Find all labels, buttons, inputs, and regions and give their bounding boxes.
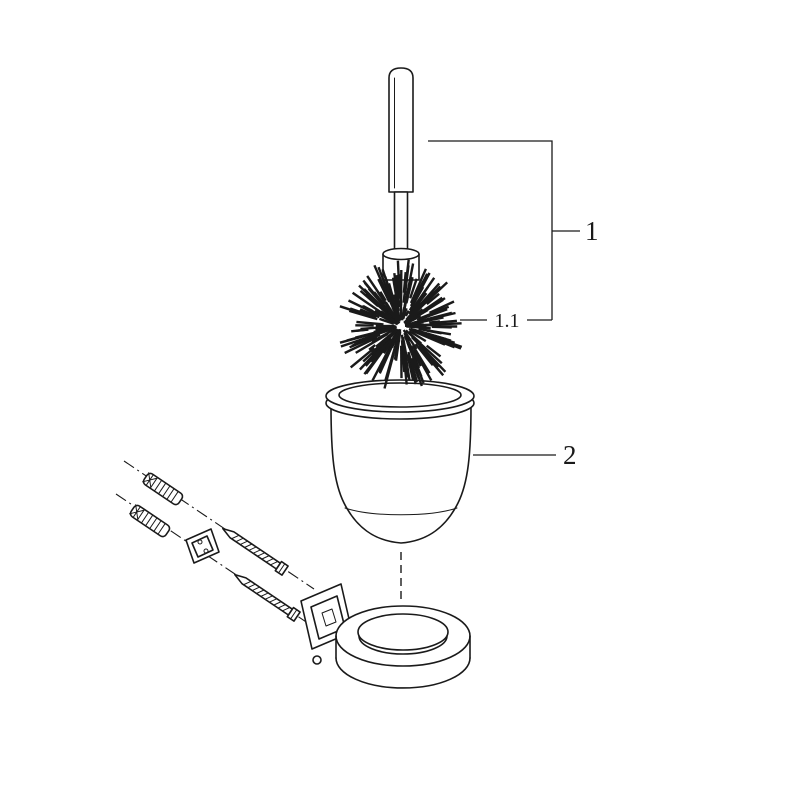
callout-1-1-label: 1.1	[495, 310, 520, 332]
cup-opening	[338, 382, 462, 408]
mounting-hardware	[115, 460, 331, 639]
brush-rod	[393, 191, 409, 255]
screw-1	[218, 523, 289, 576]
brush-assembly	[339, 67, 463, 389]
brush-bristles	[339, 259, 463, 389]
set-screw-knob	[312, 655, 322, 665]
cup-contour-line	[344, 507, 458, 516]
cup-body	[330, 404, 472, 544]
glass-container	[325, 379, 475, 544]
brush-handle	[388, 67, 414, 193]
holder-ring	[335, 605, 471, 689]
callouts: 1 1.1 2	[428, 140, 599, 470]
callout-1-bracket-line	[428, 140, 553, 320]
wall-holder	[300, 583, 471, 689]
wall-plug-1	[141, 471, 185, 507]
wall-plug-2	[128, 503, 172, 539]
screw-2	[230, 569, 301, 622]
mounting-plate	[185, 528, 220, 564]
callout-1-label: 1	[585, 216, 599, 246]
callout-2-label: 2	[563, 440, 577, 470]
